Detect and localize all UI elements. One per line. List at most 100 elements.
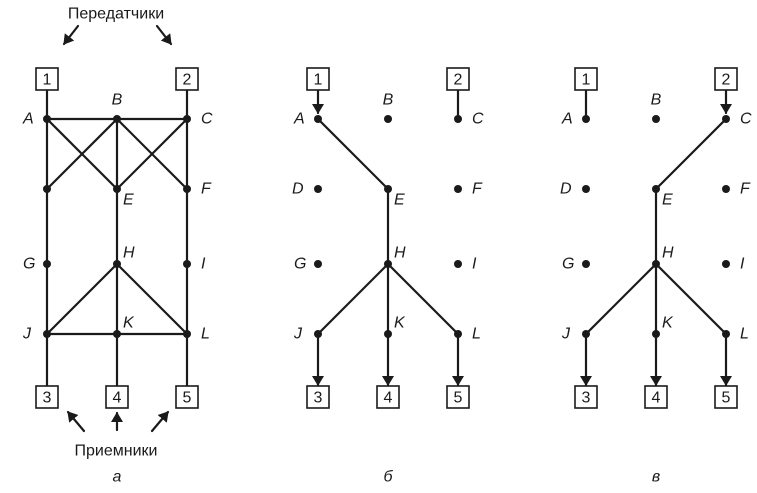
node-label-j: J [561,326,571,343]
node-label-k: K [394,315,406,332]
panel-label-3: в [652,469,660,486]
node-label-i: I [201,256,206,273]
node-k [113,330,121,338]
node-a [314,115,322,123]
receivers-caption: Приемники [75,443,158,460]
node-h [652,260,660,268]
edge-H-J [316,262,390,336]
terminal-label-4: 4 [384,390,393,407]
terminal-box-4 [644,385,668,409]
terminal-box-1 [574,67,598,91]
node-j [314,330,322,338]
node-a [582,115,590,123]
transmitters-arrow-left [62,24,80,46]
terminal-box-5 [714,385,738,409]
node-j [43,330,51,338]
node-l [454,330,462,338]
terminal-box-4 [105,385,129,409]
terminal-label-2: 2 [183,72,192,89]
terminal-box-5 [446,385,470,409]
node-label-g: G [562,256,574,273]
node-label-e: E [662,192,673,209]
node-f [454,185,462,193]
node-label-i: I [740,256,745,273]
transmitters-arrow-right [155,24,173,46]
terminal-box-2 [714,67,738,91]
node-f [722,185,730,193]
node-label-l: L [472,326,481,343]
receivers-arrow-right [150,410,170,433]
node-label-f: F [201,181,212,198]
node-label-h: H [394,245,406,262]
terminal-box-3 [574,385,598,409]
node-b [652,115,660,123]
node-label-f: F [740,181,751,198]
node-label-g: G [294,256,306,273]
node-label-a: A [293,111,305,128]
node-label-f: F [472,181,483,198]
node-label-a: A [561,111,573,128]
receivers-arrow-left [66,410,86,433]
node-e [113,185,121,193]
node-d [314,185,322,193]
edge-A-E [316,117,390,191]
node-i [722,260,730,268]
node-g [582,260,590,268]
terminal-label-5: 5 [454,390,463,407]
edge-B-D [45,117,119,191]
edge-B-F [115,117,189,191]
node-label-e: E [394,192,405,209]
terminal-label-4: 4 [113,390,122,407]
node-label-h: H [662,245,674,262]
terminal-label-2: 2 [454,72,463,89]
node-label-c: C [201,111,213,128]
node-label-g: G [23,256,35,273]
node-label-i: I [472,256,477,273]
terminal-box-3 [306,385,330,409]
node-h [384,260,392,268]
terminal-label-5: 5 [183,390,192,407]
terminal-box-3 [35,385,59,409]
node-l [183,330,191,338]
node-b [384,115,392,123]
node-h [113,260,121,268]
terminal-box-2 [446,67,470,91]
node-g [43,260,51,268]
panel-label-2: б [384,469,394,486]
node-label-a: A [22,111,34,128]
terminal-box-1 [35,67,59,91]
terminal-label-2: 2 [722,72,731,89]
terminal-label-5: 5 [722,390,731,407]
node-c [183,115,191,123]
terminal-box-5 [175,385,199,409]
terminal-box-1 [306,67,330,91]
node-label-h: H [123,245,135,262]
edge-H-L [386,262,460,336]
node-label-l: L [201,326,210,343]
transmitters-caption: Передатчики [68,6,164,23]
node-f [183,185,191,193]
node-label-k: K [662,315,674,332]
terminal-label-3: 3 [582,390,591,407]
node-label-j: J [293,326,303,343]
node-label-b: B [651,92,662,109]
node-k [652,330,660,338]
terminal-label-1: 1 [43,72,52,89]
node-label-l: L [740,326,749,343]
terminal-label-3: 3 [43,390,52,407]
node-label-c: C [472,111,484,128]
terminal-label-3: 3 [314,390,323,407]
node-label-k: K [123,315,135,332]
node-b [113,115,121,123]
edge-C-E [654,117,728,191]
node-label-d: D [292,181,304,198]
edge-H-L [115,262,189,336]
node-k [384,330,392,338]
node-label-c: C [740,111,752,128]
node-l [722,330,730,338]
node-label-j: J [22,326,32,343]
